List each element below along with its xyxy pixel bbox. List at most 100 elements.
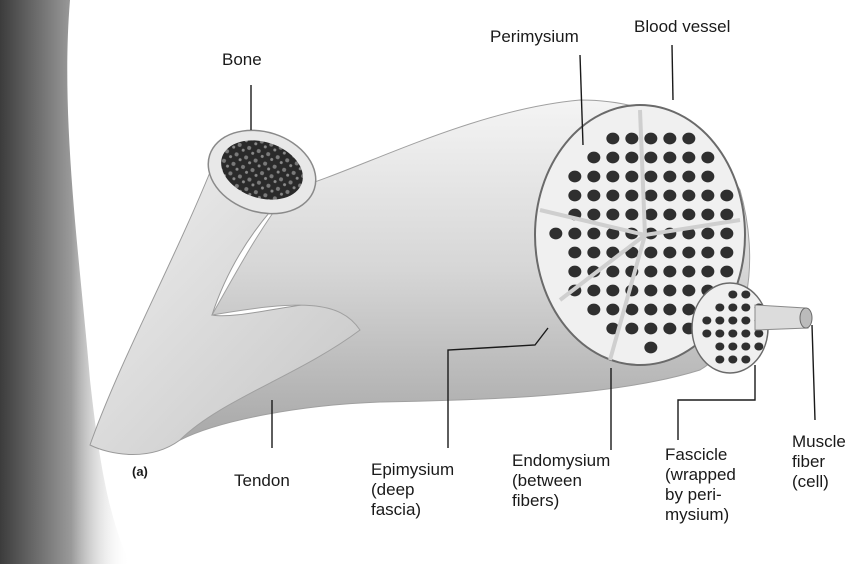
muscle-fiber-dot — [701, 228, 714, 240]
body-wall-shading — [0, 0, 130, 564]
muscle-fiber-dot — [728, 342, 737, 350]
muscle-fiber-dot — [587, 304, 600, 316]
muscle-fiber-dot — [587, 171, 600, 183]
muscle-fiber-dot — [606, 209, 619, 221]
label-blood-vessel: Blood vessel — [634, 17, 730, 37]
muscle-fiber-dot — [644, 323, 657, 335]
label-fascicle: Fascicle (wrapped by peri- mysium) — [665, 445, 736, 525]
muscle-fiber-dot — [644, 247, 657, 259]
muscle-fiber-dot — [682, 209, 695, 221]
muscle-fiber-end — [800, 308, 812, 328]
muscle-fiber-dot — [720, 190, 733, 202]
muscle-fiber-dot — [715, 355, 724, 363]
muscle-fiber-dot — [741, 290, 750, 298]
muscle-fiber-dot — [702, 329, 711, 337]
muscle-fiber-dot — [720, 266, 733, 278]
muscle-fiber-dot — [663, 190, 676, 202]
muscle-fiber-dot — [606, 133, 619, 145]
muscle-fiber-dot — [741, 342, 750, 350]
muscle-fiber-dot — [568, 228, 581, 240]
muscle-fiber-dot — [728, 303, 737, 311]
muscle-fiber-dot — [741, 355, 750, 363]
muscle-fiber-dot — [644, 171, 657, 183]
muscle-fiber-dot — [720, 209, 733, 221]
muscle-fiber-dot — [644, 190, 657, 202]
muscle-fiber-dot — [587, 190, 600, 202]
label-endomysium: Endomysium (between fibers) — [512, 451, 610, 511]
muscle-fiber-dot — [701, 266, 714, 278]
muscle-fiber-dot — [644, 342, 657, 354]
muscle-fiber-dot — [728, 290, 737, 298]
muscle-fiber-dot — [663, 323, 676, 335]
muscle-fiber-dot — [728, 329, 737, 337]
muscle-fiber-dot — [715, 342, 724, 350]
muscle-fiber-dot — [682, 266, 695, 278]
muscle-fiber-dot — [644, 304, 657, 316]
muscle-fiber-dot — [663, 171, 676, 183]
muscle-fiber-dot — [682, 247, 695, 259]
muscle-fiber-dot — [741, 316, 750, 324]
muscle-fiber-dot — [587, 228, 600, 240]
muscle-fiber-dot — [702, 316, 711, 324]
muscle-fiber-dot — [728, 316, 737, 324]
muscle-fiber-dot — [663, 304, 676, 316]
muscle-fiber-dot — [754, 342, 763, 350]
label-perimysium: Perimysium — [490, 27, 579, 47]
muscle-fiber-dot — [682, 133, 695, 145]
muscle-fiber-dot — [701, 190, 714, 202]
muscle-fiber-dot — [606, 171, 619, 183]
muscle-fiber-dot — [682, 285, 695, 297]
muscle-fiber-dot — [644, 133, 657, 145]
muscle-fiber-dot — [587, 285, 600, 297]
muscle-fiber-dot — [701, 171, 714, 183]
muscle-fiber-dot — [663, 152, 676, 164]
panel-letter: (a) — [132, 462, 148, 482]
muscle-fiber-dot — [663, 247, 676, 259]
label-bone: Bone — [222, 50, 262, 70]
muscle-fiber-dot — [587, 247, 600, 259]
muscle-fiber-dot — [568, 171, 581, 183]
muscle-fiber-dot — [754, 329, 763, 337]
muscle-fiber-dot — [741, 303, 750, 311]
muscle-fiber-dot — [701, 209, 714, 221]
muscle-fiber-dot — [663, 285, 676, 297]
muscle-fiber-dot — [606, 152, 619, 164]
muscle-fiber-dot — [663, 209, 676, 221]
label-muscle-fiber: Muscle fiber (cell) — [792, 432, 846, 492]
muscle-fiber-dot — [549, 228, 562, 240]
label-tendon: Tendon — [234, 471, 290, 491]
muscle-fiber-dot — [682, 190, 695, 202]
muscle-fiber-dot — [625, 152, 638, 164]
muscle-fiber-dot — [568, 190, 581, 202]
muscle-fiber-dot — [682, 152, 695, 164]
muscle-fiber-dot — [606, 285, 619, 297]
muscle-fiber-dot — [625, 133, 638, 145]
muscle-fiber-dot — [606, 304, 619, 316]
muscle-fiber-dot — [606, 190, 619, 202]
muscle-fiber-dot — [625, 209, 638, 221]
label-epimysium: Epimysium (deep fascia) — [371, 460, 454, 520]
muscle-fiber-dot — [625, 171, 638, 183]
muscle-fiber-dot — [587, 209, 600, 221]
muscle-fiber-dot — [625, 323, 638, 335]
muscle-fiber-dot — [663, 266, 676, 278]
muscle-fiber-dot — [663, 133, 676, 145]
muscle-fiber-dot — [568, 266, 581, 278]
muscle-fiber-dot — [587, 152, 600, 164]
muscle-fiber-dot — [644, 285, 657, 297]
muscle-fiber-dot — [720, 228, 733, 240]
muscle-fiber-dot — [715, 329, 724, 337]
muscle-fiber-dot — [644, 266, 657, 278]
muscle-fiber-dot — [568, 247, 581, 259]
muscle-fiber-dot — [741, 329, 750, 337]
muscle-fiber-dot — [715, 303, 724, 311]
muscle-fiber-dot — [720, 247, 733, 259]
muscle-fiber-dot — [644, 152, 657, 164]
muscle-fiber-dot — [701, 247, 714, 259]
muscle-fiber-dot — [682, 171, 695, 183]
muscle-fiber-dot — [701, 152, 714, 164]
muscle-fiber-dot — [715, 316, 724, 324]
muscle-fiber-dot — [728, 355, 737, 363]
muscle-fiber-dot — [606, 266, 619, 278]
